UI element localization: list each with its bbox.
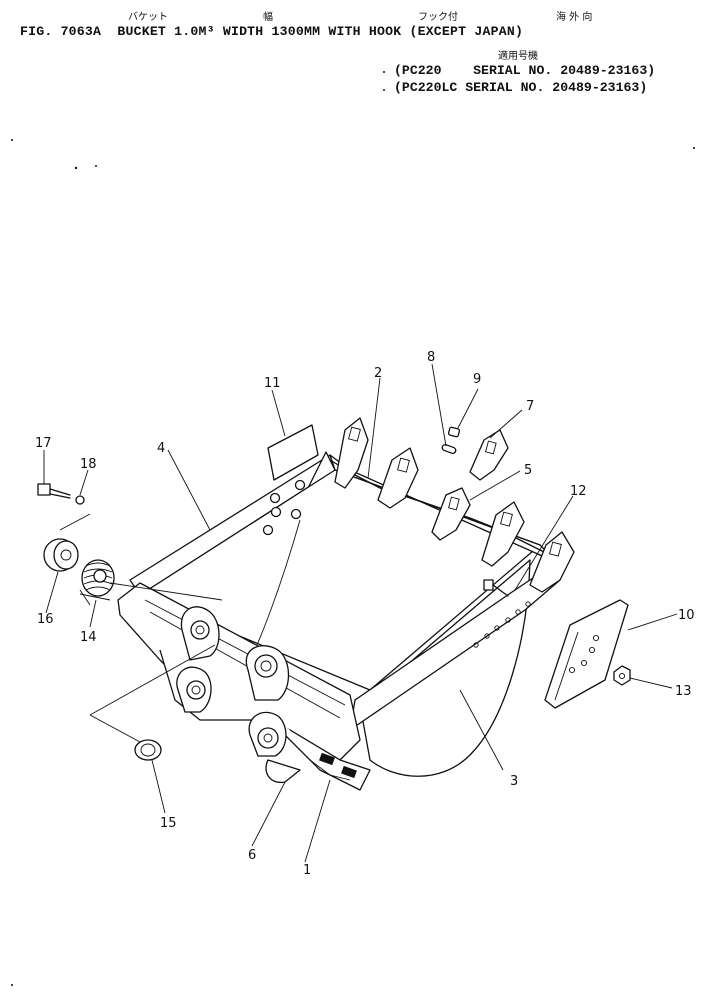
callout-7: 7 (526, 399, 534, 414)
serial-line-pc220lc: (PC220LC SERIAL NO. 20489-23163) (394, 80, 648, 95)
figure-title: FIG. 7063A BUCKET 1.0M³ WIDTH 1300MM WIT… (20, 24, 524, 39)
jp-width-label: 幅 (263, 12, 273, 23)
bolt-12 (483, 579, 509, 597)
left-hardware (37, 483, 223, 761)
callout-9: 9 (473, 372, 481, 387)
callout-10: 10 (678, 608, 695, 623)
callout-1: 1 (303, 863, 311, 878)
callout-18: 18 (80, 457, 97, 472)
callout-15: 15 (160, 816, 177, 831)
teeth (334, 417, 575, 593)
leader-lines (43, 363, 678, 863)
callout-3: 3 (510, 774, 518, 789)
scan-specks (11, 71, 695, 986)
callout-16: 16 (37, 612, 54, 627)
bucket-body (117, 451, 561, 791)
callout-labels: 1 2 3 4 5 6 7 8 9 10 11 12 13 14 15 16 1… (35, 350, 695, 878)
callout-5: 5 (524, 463, 532, 478)
callout-13: 13 (675, 684, 692, 699)
callout-11: 11 (264, 376, 281, 391)
jp-overseas-label: 海 外 向 (556, 12, 593, 23)
callout-12: 12 (570, 484, 587, 499)
hook-plate (262, 424, 319, 536)
jp-hook-label: フック付 (418, 12, 458, 23)
callout-14: 14 (80, 630, 97, 645)
callout-6: 6 (248, 848, 256, 863)
callout-17: 17 (35, 436, 52, 451)
callout-2: 2 (374, 366, 382, 381)
callout-4: 4 (157, 441, 165, 456)
jp-applicable-label: 適用号機 (498, 51, 538, 62)
serial-line-pc220: (PC220 SERIAL NO. 20489-23163) (394, 63, 656, 78)
pin-and-lock (441, 426, 461, 455)
side-cutter (544, 599, 631, 709)
callout-8: 8 (427, 350, 435, 365)
jp-bucket-label: バケット (128, 12, 168, 23)
